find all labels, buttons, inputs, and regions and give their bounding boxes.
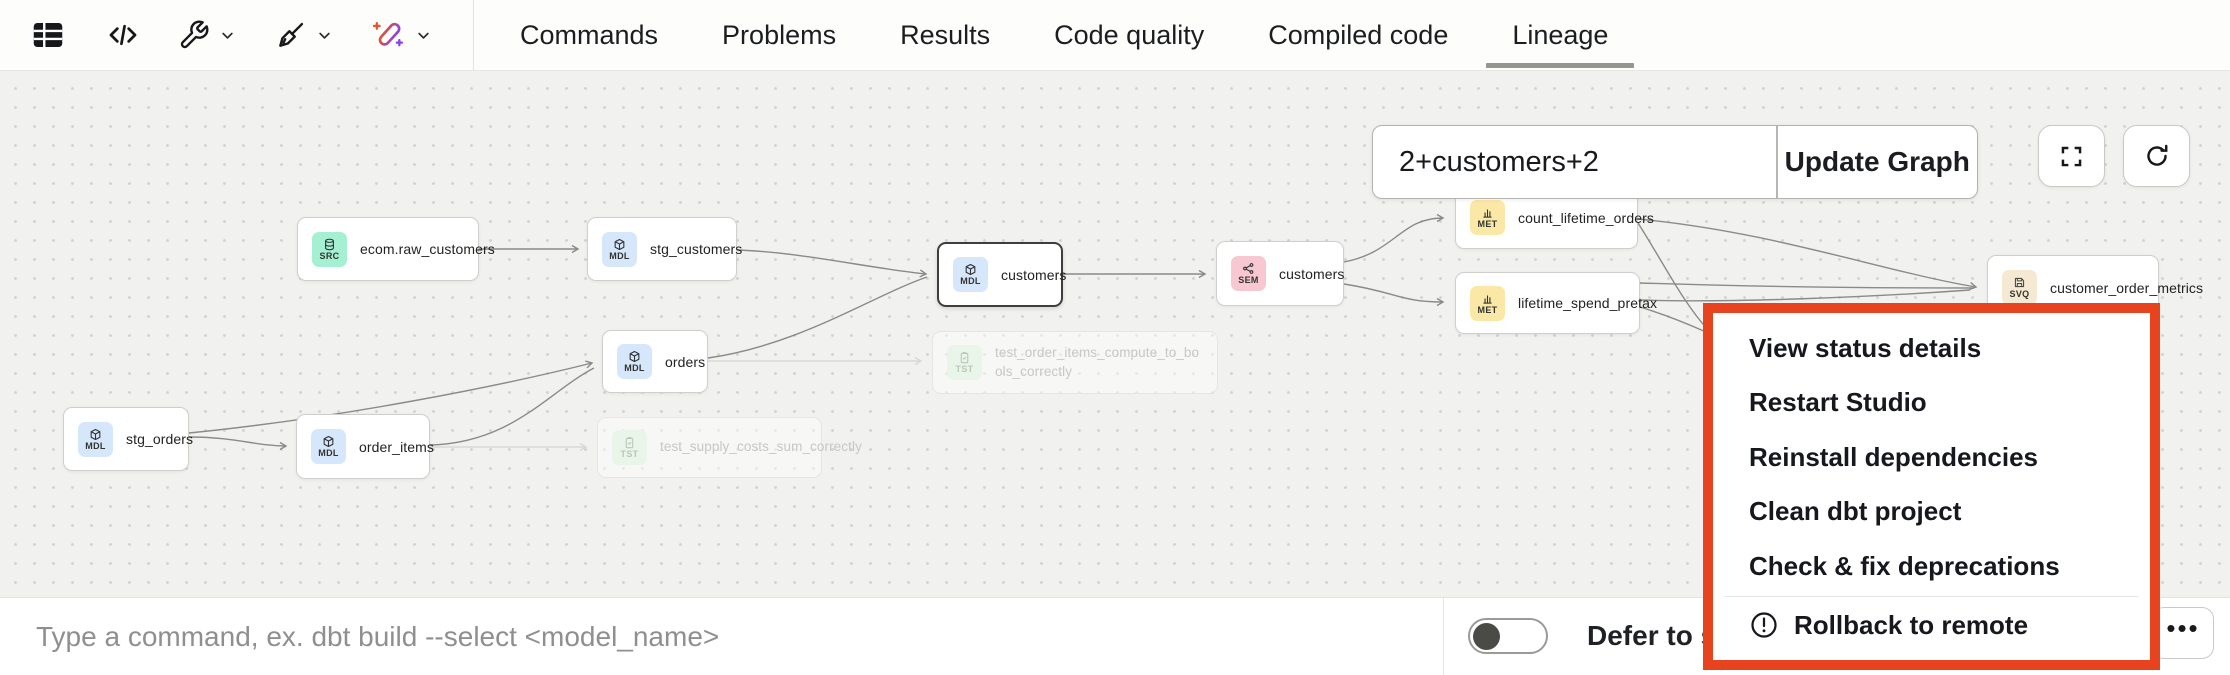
tab-problems[interactable]: Problems <box>722 19 837 50</box>
network-icon <box>1243 263 1254 274</box>
table-icon <box>33 23 63 47</box>
cube-icon <box>90 428 101 440</box>
toolbar-divider <box>473 0 474 70</box>
top-tab-bar: Commands Problems Results Code quality C… <box>0 0 2230 71</box>
source-badge: SRC <box>312 231 347 267</box>
update-graph-button[interactable]: Update Graph <box>1784 146 1970 177</box>
chevron-down-icon <box>222 32 233 39</box>
cube-icon <box>965 263 976 276</box>
toolbar-icon-group <box>0 0 474 70</box>
code-button[interactable] <box>106 18 140 52</box>
toggle-knob <box>1473 622 1500 650</box>
menu-item-clean-dbt-project[interactable]: Clean dbt project <box>1749 496 1962 527</box>
more-options-button[interactable]: ••• <box>2152 607 2214 659</box>
lineage-selector-control: 2+customers+2 Update Graph <box>1372 125 1978 199</box>
command-input[interactable]: Type a command, ex. dbt build --select <… <box>36 620 720 652</box>
menu-item-view-status-details[interactable]: View status details <box>1749 332 1982 363</box>
lineage-node-customers-semantic[interactable]: SEM customers <box>1216 241 1344 306</box>
fullscreen-button[interactable] <box>2038 125 2105 187</box>
fullscreen-icon <box>2061 146 2082 166</box>
lineage-node-raw-customers[interactable]: SRC ecom.raw_customers <box>297 217 495 281</box>
chevron-down-icon <box>418 32 429 39</box>
command-bar-divider <box>1443 598 1444 675</box>
selector-divider <box>1776 126 1778 198</box>
tab-results[interactable]: Results <box>900 19 991 50</box>
saved-query-badge: SVQ <box>2002 270 2037 305</box>
semantic-model-badge: SEM <box>1231 256 1266 291</box>
menu-item-label: Rollback to remote <box>1794 609 2029 640</box>
cube-icon <box>614 238 625 250</box>
broom-button[interactable] <box>275 19 307 51</box>
lineage-node-test-order-items[interactable]: TST test_order_items_compute_to_bools_co… <box>932 331 1218 394</box>
tab-strip: Commands Problems Results Code quality C… <box>520 0 1635 70</box>
wrench-button[interactable] <box>178 19 210 51</box>
magic-wand-button[interactable] <box>372 18 406 52</box>
bar-chart-icon <box>1483 295 1492 304</box>
tab-code-quality[interactable]: Code quality <box>1054 19 1205 50</box>
menu-item-reinstall-dependencies[interactable]: Reinstall dependencies <box>1749 441 2038 472</box>
cube-icon <box>323 435 334 448</box>
lineage-node-order-items[interactable]: MDL order_items <box>296 414 434 479</box>
tab-compiled-code[interactable]: Compiled code <box>1268 19 1449 50</box>
status-context-menu: View status details Restart Studio Reins… <box>1703 303 2160 670</box>
menu-item-rollback-to-remote[interactable]: Rollback to remote <box>1713 598 2150 652</box>
build-tools-group <box>178 19 237 51</box>
magic-wand-dropdown-chevron[interactable] <box>414 26 433 45</box>
defer-toggle[interactable] <box>1468 618 1548 654</box>
lineage-node-test-supply-costs[interactable]: TST test_supply_costs_sum_correctly <box>597 417 862 478</box>
refresh-icon <box>2146 144 2167 166</box>
wrench-icon <box>180 20 209 49</box>
model-badge: MDL <box>953 257 988 292</box>
tab-lineage[interactable]: Lineage <box>1486 0 1635 70</box>
broom-dropdown-chevron[interactable] <box>315 26 334 45</box>
model-badge: MDL <box>311 429 346 464</box>
chevron-down-icon <box>319 32 330 39</box>
clipboard-check-icon <box>960 352 969 364</box>
metric-badge: MET <box>1470 200 1505 235</box>
lineage-node-customers-model[interactable]: MDL customers <box>937 242 1066 307</box>
broom-icon <box>279 22 304 47</box>
ai-tools-group <box>372 18 433 52</box>
warning-circle-icon <box>1751 612 1777 638</box>
menu-item-restart-studio[interactable]: Restart Studio <box>1749 387 1927 418</box>
menu-divider <box>1725 595 2138 597</box>
cube-icon <box>629 350 640 363</box>
floppy-disk-icon <box>2014 277 2025 288</box>
lineage-node-lifetime-spend-pretax[interactable]: MET lifetime_spend_pretax <box>1455 272 1657 334</box>
lineage-node-stg-orders[interactable]: MDL stg_orders <box>63 407 193 471</box>
bar-chart-icon <box>1483 209 1492 218</box>
lineage-node-orders[interactable]: MDL orders <box>602 330 708 393</box>
wrench-dropdown-chevron[interactable] <box>218 26 237 45</box>
code-icon <box>109 24 137 46</box>
model-badge: MDL <box>78 421 113 457</box>
table-view-button[interactable] <box>30 17 66 53</box>
magic-wand-icon <box>372 21 404 47</box>
lineage-node-stg-customers[interactable]: MDL stg_customers <box>587 217 742 281</box>
model-badge: MDL <box>602 231 637 267</box>
metric-badge: MET <box>1470 285 1505 321</box>
refresh-graph-button[interactable] <box>2123 125 2190 187</box>
database-icon <box>325 238 334 250</box>
lineage-selector-input[interactable]: 2+customers+2 <box>1399 145 1599 178</box>
tab-commands[interactable]: Commands <box>520 19 659 50</box>
model-badge: MDL <box>617 344 652 379</box>
clipboard-check-icon <box>625 437 634 449</box>
test-badge: TST <box>947 345 982 380</box>
test-badge: TST <box>612 430 647 465</box>
clean-tools-group <box>275 19 334 51</box>
menu-item-check-fix-deprecations[interactable]: Check & fix deprecations <box>1749 550 2060 581</box>
lineage-node-customer-order-metrics[interactable]: SVQ customer_order_metrics <box>1987 255 2203 320</box>
